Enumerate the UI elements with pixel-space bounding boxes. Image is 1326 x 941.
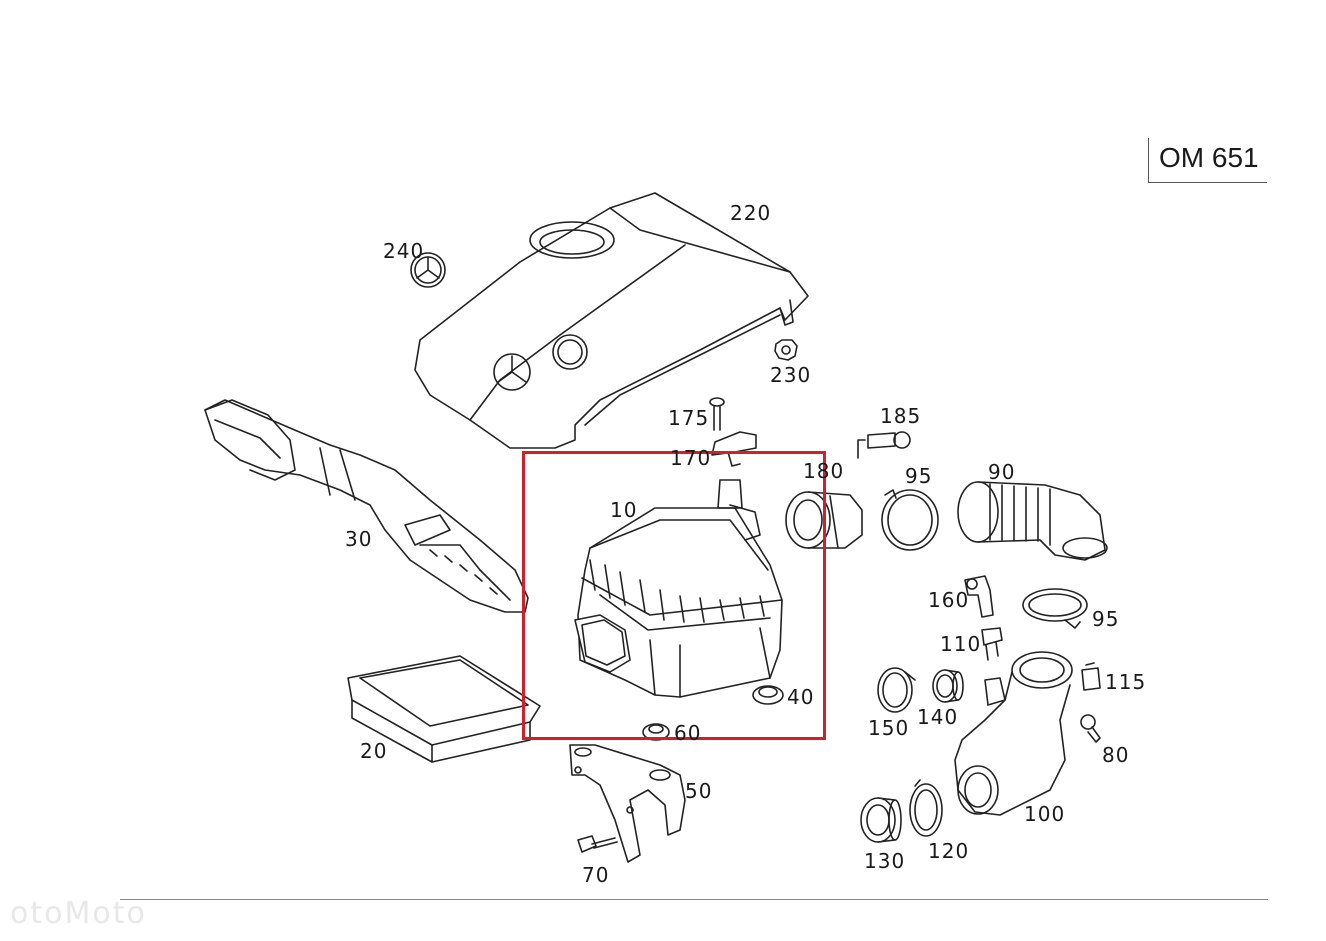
engine-cover-220 xyxy=(414,192,809,449)
callout-40: 40 xyxy=(787,685,815,709)
callout-130: 130 xyxy=(864,849,906,873)
watermark: otoMoto xyxy=(10,896,147,931)
callout-230: 230 xyxy=(770,363,812,387)
clamp-95-upper xyxy=(881,489,939,551)
clamp-150 xyxy=(877,667,916,713)
callout-80: 80 xyxy=(1102,743,1130,767)
callout-95-lower: 95 xyxy=(1092,607,1120,631)
screw-175 xyxy=(709,397,725,431)
callout-160: 160 xyxy=(928,588,970,612)
clip-115 xyxy=(1081,662,1101,691)
bracket-50 xyxy=(569,744,686,863)
engine-code: OM 651 xyxy=(1159,142,1259,173)
bolt-185 xyxy=(857,431,911,459)
air-mass-sensor-180 xyxy=(785,491,863,549)
rubber-mount-60 xyxy=(642,723,670,741)
bolt-70 xyxy=(577,835,618,853)
callout-100: 100 xyxy=(1024,802,1066,826)
callout-95-upper: 95 xyxy=(905,464,933,488)
callout-175: 175 xyxy=(668,406,710,430)
callout-90: 90 xyxy=(988,460,1016,484)
bottom-rule xyxy=(120,899,1268,900)
star-emblem-240 xyxy=(410,252,446,288)
fitting-110 xyxy=(981,627,1003,661)
clamp-95-lower xyxy=(1022,588,1088,629)
engine-code-box: OM 651 xyxy=(1148,138,1267,183)
highlight-frame xyxy=(522,451,826,740)
filter-element-20 xyxy=(347,655,541,763)
sleeve-140 xyxy=(932,669,964,703)
callout-10: 10 xyxy=(610,498,638,522)
callout-140: 140 xyxy=(917,705,959,729)
air-intake-duct-30 xyxy=(204,399,529,613)
intake-hose-90 xyxy=(957,481,1108,561)
connector-160 xyxy=(964,575,994,618)
callout-60: 60 xyxy=(674,721,702,745)
callout-20: 20 xyxy=(360,739,388,763)
callout-115: 115 xyxy=(1105,670,1147,694)
callout-220: 220 xyxy=(730,201,772,225)
clamp-120 xyxy=(909,779,943,837)
callout-170: 170 xyxy=(670,446,712,470)
callout-185: 185 xyxy=(880,404,922,428)
callout-50: 50 xyxy=(685,779,713,803)
sleeve-130 xyxy=(860,797,902,843)
callout-30: 30 xyxy=(345,527,373,551)
air-filter-housing-10 xyxy=(574,479,783,698)
callout-180: 180 xyxy=(803,459,845,483)
grommet-40 xyxy=(752,685,784,705)
callout-70: 70 xyxy=(582,863,610,887)
nut-230 xyxy=(774,339,798,361)
callout-240: 240 xyxy=(383,239,425,263)
callout-120: 120 xyxy=(928,839,970,863)
screw-80 xyxy=(1080,714,1101,743)
sensor-170 xyxy=(711,431,757,467)
intake-pipe-100 xyxy=(954,651,1073,816)
callout-150: 150 xyxy=(868,716,910,740)
callout-110: 110 xyxy=(940,632,982,656)
